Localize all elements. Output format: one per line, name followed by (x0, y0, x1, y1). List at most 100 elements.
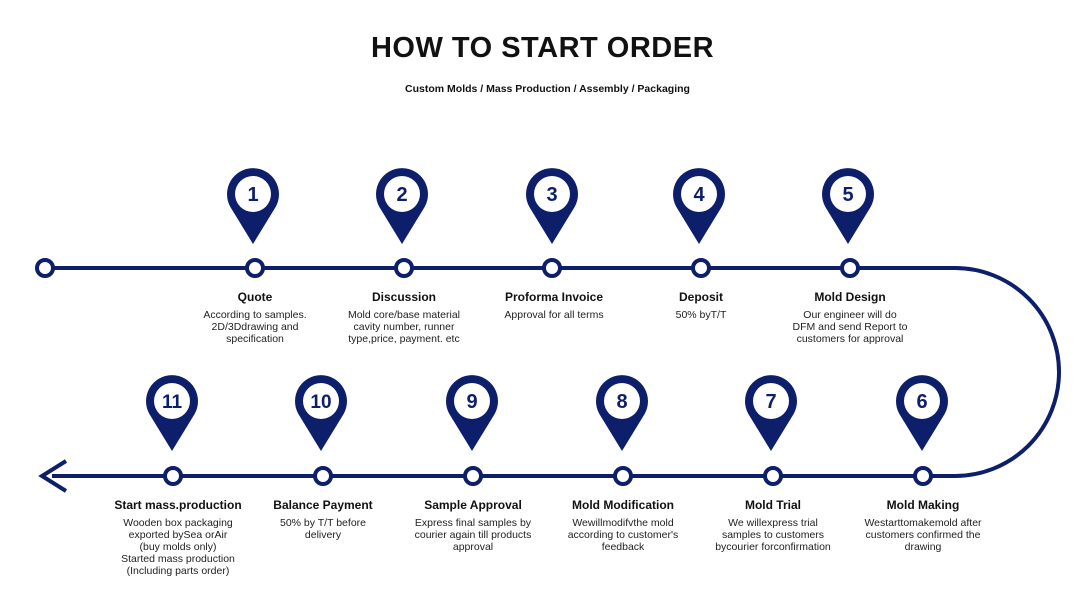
track-node-8 (613, 466, 633, 486)
step-description-line: exported bySea orAir (128, 529, 228, 541)
location-pin-icon: 5 (822, 168, 874, 244)
location-pin-icon: 9 (446, 375, 498, 451)
step-description-line: Wooden box packaging (123, 517, 233, 529)
step-description-line: customers confirmed the (865, 529, 981, 541)
step-number: 1 (247, 184, 258, 206)
step-description: Approval for all terms (469, 309, 639, 321)
step-description-line: cavity number, runner (353, 321, 455, 333)
location-pin-icon: 3 (526, 168, 578, 244)
location-pin-icon: 1 (227, 168, 279, 244)
track-node-4 (691, 258, 711, 278)
step-description-line: (Including parts order) (126, 565, 230, 577)
step-description-line: Express final samples by (414, 517, 532, 529)
step-description-line: according to customer's (567, 529, 679, 541)
track-node-10 (313, 466, 333, 486)
location-pin-icon: 4 (673, 168, 726, 244)
step-label: Balance Payment (273, 498, 373, 512)
step-description-line: Approval for all terms (504, 309, 604, 321)
step-description-line: Mold core/base material (347, 309, 461, 321)
step-description-line: 2D/3Ddrawing and (211, 321, 299, 333)
step-description-line: bycourier forconfirmation (715, 541, 831, 553)
step-number: 6 (916, 391, 927, 413)
step-description-line: Started mass production (121, 553, 235, 565)
track-node-9 (463, 466, 483, 486)
step-description-line: Westarttomakemold after (864, 517, 982, 529)
step-number: 2 (396, 184, 407, 206)
step-number: 8 (616, 391, 627, 413)
step-number: 5 (842, 184, 853, 206)
step-description-line: approval (452, 541, 494, 553)
track-node-7 (763, 466, 783, 486)
step-label: Mold Modification (572, 498, 674, 512)
track-node-3 (542, 258, 562, 278)
location-pin-icon: 8 (596, 375, 648, 451)
location-pin-icon: 7 (745, 375, 797, 451)
step-label: Deposit (678, 290, 723, 304)
track-node-1 (245, 258, 265, 278)
step-label: Quote (237, 290, 273, 304)
step-number: 3 (546, 184, 557, 206)
step-label: Mold Making (886, 498, 960, 512)
track-node-2 (394, 258, 414, 278)
location-pin-icon: 10 (295, 375, 347, 451)
step-number: 10 (310, 392, 331, 413)
track-start-circle (35, 258, 55, 278)
location-pin-icon: 2 (376, 168, 429, 244)
step-description-line: 50% byT/T (675, 309, 727, 321)
step-description: 50% byT/T (616, 309, 786, 321)
step-description-line: (buy molds only) (139, 541, 217, 553)
step-description-line: Our engineer will do (803, 309, 897, 321)
step-label: Discussion (371, 290, 437, 304)
step-description-line: 50% by T/T before (280, 517, 366, 529)
page-title: HOW TO START ORDER (370, 32, 715, 64)
step-description-line: drawing (904, 541, 942, 553)
step-label: Mold Trial (744, 498, 801, 512)
step-label: Start mass.production (114, 498, 242, 512)
step-label: Proforma Invoice (504, 290, 604, 304)
step-description-line: DFM and send Report to (792, 321, 908, 333)
step-description-line: feedback (601, 541, 645, 553)
step-number: 11 (162, 392, 183, 413)
step-description-line: samples to customers (721, 529, 825, 541)
step-number: 7 (765, 391, 776, 413)
location-pin-icon: 6 (896, 375, 949, 451)
step-4: Deposit 50% byT/T (616, 290, 786, 321)
arrow-left-icon (38, 459, 68, 493)
step-description-line: Wewillmodifvthe mold (572, 517, 674, 529)
step-description-line: We willexpress trial (728, 517, 818, 529)
step-label: Sample Approval (424, 498, 522, 512)
step-description-line: delivery (304, 529, 342, 541)
step-description-line: customers for approval (796, 333, 904, 345)
roadmap-track (45, 266, 1061, 478)
step-description-line: type,price, payment. etc (348, 333, 460, 345)
track-node-6 (913, 466, 933, 486)
step-description-line: According to samples. (203, 309, 307, 321)
track-node-5 (840, 258, 860, 278)
step-label: Mold Design (814, 290, 886, 304)
step-number: 9 (466, 391, 477, 413)
step-description-line: courier again till products (414, 529, 532, 541)
page-subtitle: Custom Molds / Mass Production / Assembl… (405, 83, 690, 95)
step-number: 4 (693, 184, 705, 206)
step-description-line: specification (226, 333, 284, 345)
